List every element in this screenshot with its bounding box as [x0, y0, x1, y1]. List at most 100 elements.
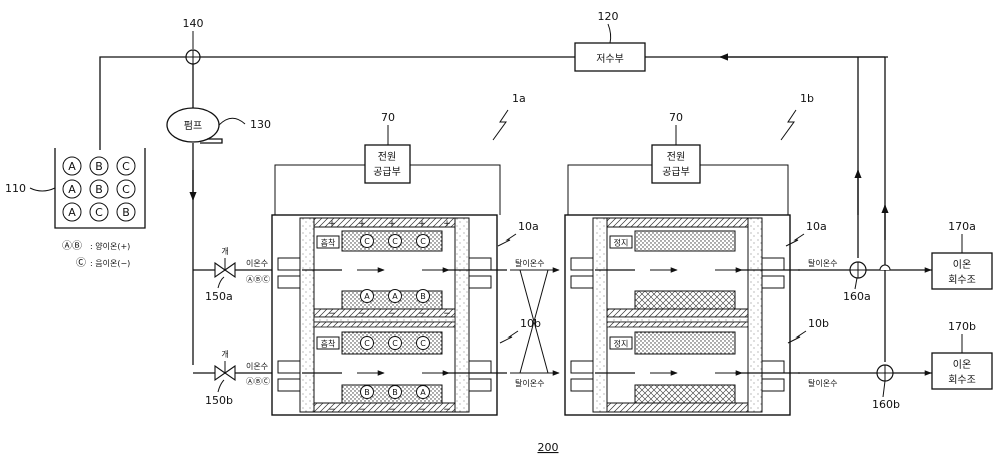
minus-sign-bottom-2: − [388, 405, 396, 415]
plus-sign-top-2: + [388, 219, 396, 229]
reservoir-ref: 120 [598, 10, 619, 23]
cell-ion-lower_anion-2: C [420, 339, 426, 348]
pump-ref: 130 [250, 118, 271, 131]
recovery-b-ref: 170b [948, 320, 976, 333]
valve-a-ref: 150a [205, 290, 233, 303]
top-pad-b [635, 231, 735, 251]
inlet-fitting-b-1 [571, 276, 593, 288]
valve-150a: 개 이온수 ⒶⒷⒸ 150a [205, 246, 270, 303]
tank-ion-2-2: B [122, 206, 130, 219]
reservoir-label: 저수부 [596, 53, 624, 65]
unit-refs: 1a 1b [493, 92, 814, 140]
power-supply-b: 전원 공급부 70 [652, 111, 700, 183]
electrode-plate-b-2 [607, 403, 748, 412]
tank-ion-1-1: B [95, 183, 103, 196]
left-wall-a [300, 218, 314, 412]
outlet-fitting-b-1 [762, 276, 784, 288]
lower-upper-pad-b [635, 332, 735, 354]
right-wall-b [748, 218, 762, 412]
sensor-a-ref: 160a [843, 290, 871, 303]
inlet-fitting-b-2 [571, 361, 593, 373]
outlet-fitting-b-3 [762, 379, 784, 391]
deion-label-3: 탈이온수 [808, 258, 837, 268]
cell-a-ref-2: 10a [806, 220, 827, 233]
electrode-plate-b-0 [607, 218, 748, 227]
mode-label-upper-b: 정지 [614, 238, 629, 248]
cell-ion-bottom_cation-0: B [364, 388, 370, 397]
tank-ion-1-0: A [68, 183, 76, 196]
minus-sign-mid-1: − [358, 309, 366, 319]
valve-150b: 개 이온수 ⒶⒷⒸ 150b [205, 349, 270, 407]
tank-ion-0-0: A [68, 160, 76, 173]
cell-ion-upper_cation-0: A [364, 292, 370, 301]
minus-sign-mid-4: − [443, 309, 451, 319]
pump-label: 펌프 [184, 120, 202, 132]
inlet-fitting-b-3 [571, 379, 593, 391]
outlet-fitting-a-3 [469, 379, 491, 391]
cell-ion-upper_cation-1: A [392, 292, 398, 301]
legend-cation-label: : 양이온(+) [90, 241, 130, 251]
source-ref: 110 [5, 182, 26, 195]
valve-b-ion-water: 이온수 [246, 361, 268, 371]
deion-label-1: 탈이온수 [515, 258, 544, 268]
minus-sign-bottom-3: − [418, 405, 426, 415]
cell-ion-top_anion-2: C [420, 237, 426, 246]
power-b-ref: 70 [669, 111, 683, 124]
tank-ion-0-2: C [122, 160, 130, 173]
cell-ion-top_anion-1: C [392, 237, 398, 246]
sensor-160a: 160a [843, 262, 890, 303]
figure-ref: 200 [538, 441, 559, 454]
cell-ion-bottom_cation-2: A [420, 388, 426, 397]
deionization-unit-1a: +−−+−−+−−+−−+−−흡착흡착CCCAABCCCBBA [272, 215, 507, 415]
unit-b-ref: 1b [800, 92, 814, 105]
plus-sign-top-4: + [443, 219, 451, 229]
junction-ref: 140 [183, 17, 204, 30]
mode-label-lower-a: 흡착 [321, 339, 336, 349]
right-wall-a [455, 218, 469, 412]
cell-ion-lower_anion-1: C [392, 339, 398, 348]
recovery-a-ref: 170a [948, 220, 976, 233]
source-tank: ABCABCACB 110 [5, 148, 145, 228]
pump: 펌프 130 [167, 108, 271, 143]
ion-recovery-tank-a: 이온 회수조 170a [932, 220, 992, 289]
valve-b-open: 개 [221, 349, 228, 359]
recovery-b-line1: 이온 [953, 359, 971, 371]
bottom-pad-b [635, 385, 735, 403]
minus-sign-mid-0: − [328, 309, 336, 319]
valve-a-ions: ⒶⒷⒸ [246, 275, 270, 284]
inlet-fitting-b-0 [571, 258, 593, 270]
minus-sign-bottom-0: − [328, 405, 336, 415]
ion-legend: ⒶⒷ : 양이온(+) Ⓒ : 음이온(−) [62, 240, 130, 269]
cell-ion-upper_cation-2: B [420, 292, 426, 301]
ion-recovery-tank-b: 이온 회수조 170b [932, 320, 992, 389]
unit-a-ref: 1a [512, 92, 526, 105]
cell-ion-bottom_cation-1: B [392, 388, 398, 397]
mode-label-upper-a: 흡착 [321, 238, 336, 248]
inlet-fitting-a-2 [278, 361, 300, 373]
minus-sign-mid-3: − [418, 309, 426, 319]
deion-label-4: 탈이온수 [808, 378, 837, 388]
separator-b-a [314, 322, 455, 327]
inlet-fitting-a-3 [278, 379, 300, 391]
deion-label-2: 탈이온수 [515, 378, 544, 388]
cell-a-ref-1: 10a [518, 220, 539, 233]
recovery-a-line1: 이온 [953, 259, 971, 271]
separator-b [607, 317, 748, 322]
power-a-ref: 70 [381, 111, 395, 124]
sensor-b-ref: 160b [872, 398, 900, 411]
inlet-fitting-a-0 [278, 258, 300, 270]
minus-sign-bottom-4: − [443, 405, 451, 415]
sensor-160b: 160b [872, 365, 900, 411]
power-a-line1: 전원 [378, 151, 396, 163]
outlet-fitting-a-1 [469, 276, 491, 288]
valve-a-open: 개 [221, 246, 228, 256]
power-supply-a: 전원 공급부 70 [365, 111, 410, 183]
tank-ion-2-0: A [68, 206, 76, 219]
outlet-fitting-a-2 [469, 361, 491, 373]
cell-ion-top_anion-0: C [364, 237, 370, 246]
deionization-unit-1b: 정지정지 [565, 215, 800, 415]
outlet-fitting-b-2 [762, 361, 784, 373]
recovery-b-line2: 회수조 [948, 374, 976, 386]
upper-lower-pad-b [635, 291, 735, 309]
